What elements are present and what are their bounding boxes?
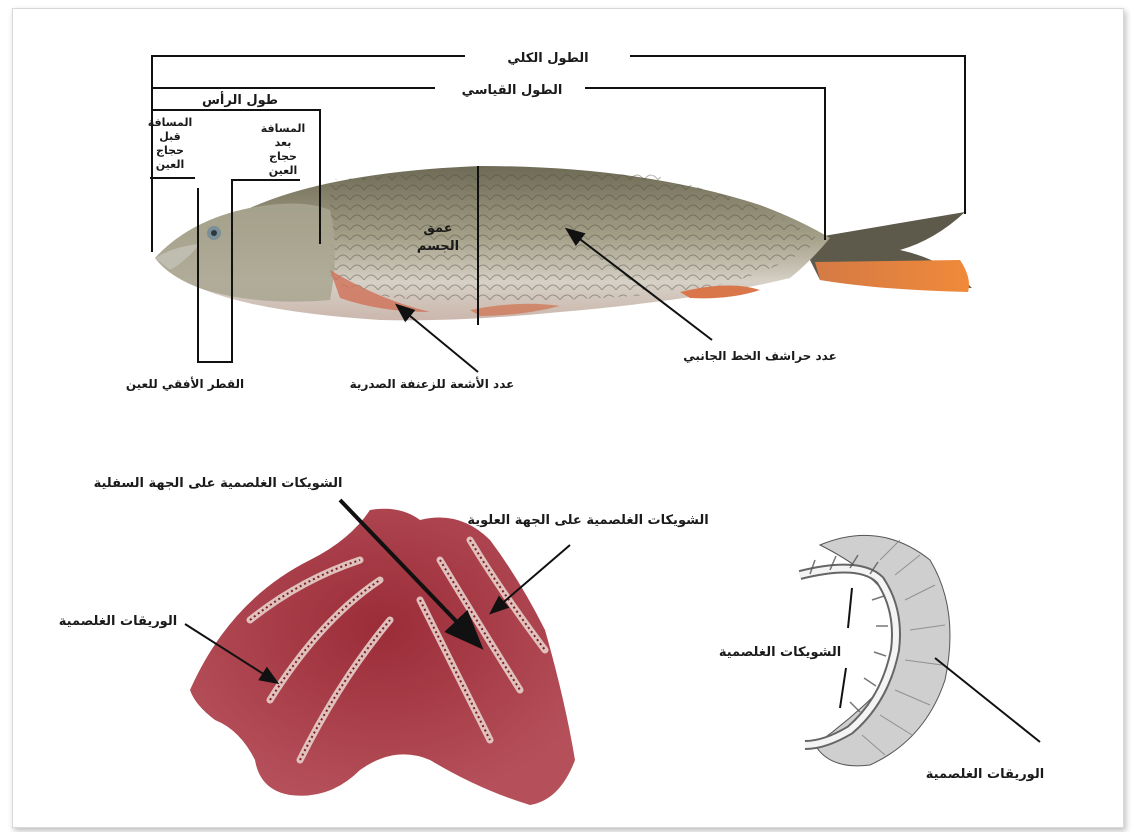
svg-text:عمق: عمق bbox=[423, 221, 452, 236]
lower-rakers-label: الشويكات الغلصمية على الجهة السفلية bbox=[94, 476, 343, 491]
gill-arch-photo bbox=[190, 509, 575, 805]
lateral-line-scales-label: عدد حراشف الخط الجانبي bbox=[683, 349, 837, 363]
drawing-rakers-arrow-top bbox=[848, 588, 852, 628]
upper-rakers-label: الشويكات الغلصمية على الجهة العلوية bbox=[467, 513, 708, 528]
pectoral-rays-label: عدد الأشعة للزعنفة الصدرية bbox=[350, 376, 515, 391]
drawing-rakers-arrow-bottom bbox=[840, 668, 846, 708]
gill-tissue bbox=[190, 509, 575, 805]
svg-text:المسافة: المسافة bbox=[148, 116, 192, 129]
svg-text:المسافة: المسافة bbox=[261, 122, 305, 135]
total-length-label: الطول الكلي bbox=[507, 51, 588, 66]
svg-text:حجاج: حجاج bbox=[156, 144, 184, 158]
drawing-filaments-arrow bbox=[935, 658, 1040, 742]
svg-text:العين: العين bbox=[156, 158, 185, 171]
gill-filaments-label: الوريقات الغلصمية bbox=[59, 614, 177, 629]
svg-text:بعد: بعد bbox=[275, 136, 292, 149]
fish-illustration bbox=[155, 166, 972, 320]
preorbital-distance-label: المسافة قبل حجاج العين bbox=[148, 116, 192, 171]
drawing-rakers-label: الشويكات الغلصمية bbox=[719, 645, 841, 660]
svg-text:حجاج: حجاج bbox=[269, 150, 297, 164]
standard-length-label: الطول القياسي bbox=[462, 83, 563, 98]
svg-text:قبل: قبل bbox=[159, 130, 181, 143]
svg-text:العين: العين bbox=[269, 164, 298, 177]
drawing-filaments-label: الوريقات الغلصمية bbox=[926, 767, 1044, 782]
postorbital-distance-label: المسافة بعد حجاج العين bbox=[261, 122, 305, 177]
svg-text:الجسم: الجسم bbox=[417, 239, 459, 254]
head-length-label: طول الرأس bbox=[202, 91, 278, 108]
eye-diameter-label: القطر الأفقي للعين bbox=[126, 376, 244, 391]
